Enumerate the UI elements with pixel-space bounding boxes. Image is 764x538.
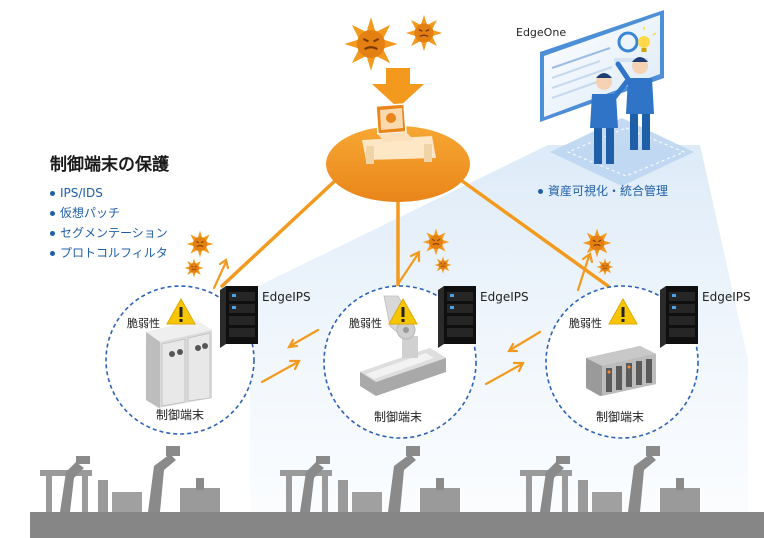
control-cabinet-icon	[146, 320, 212, 408]
edgeips-device-icon	[438, 286, 476, 348]
virus-icon	[422, 228, 450, 256]
attacker-platform	[326, 126, 470, 202]
bullet-icon	[50, 251, 55, 256]
virus-icon	[405, 14, 443, 52]
feature-item: IPS/IDS	[50, 186, 168, 206]
virus-icon	[343, 16, 399, 72]
virus-icon	[186, 230, 214, 258]
asset-management-label: 資産可視化・統合管理	[538, 185, 668, 197]
terminal-label: 制御端末	[156, 408, 205, 422]
virus-icon	[184, 258, 204, 278]
attacker-laptop-icon	[362, 103, 436, 164]
feature-item: セグメンテーション	[50, 226, 168, 246]
virus-icon	[596, 258, 614, 276]
blocked-attacks	[212, 250, 594, 292]
lightbulb-icon	[638, 27, 657, 52]
edgeips-device-icon	[660, 286, 698, 348]
vulnerability-label: 脆弱性	[569, 317, 602, 330]
bullet-icon	[50, 191, 55, 196]
bullet-icon	[50, 211, 55, 216]
device-label: EdgeIPS	[480, 290, 529, 304]
edgeone-platform	[550, 118, 694, 186]
vulnerability-label: 脆弱性	[127, 317, 160, 330]
attack-arrow-icon	[372, 68, 424, 108]
engineer-icon	[590, 57, 654, 164]
terminal-label: 制御端末	[596, 410, 645, 424]
traffic-arrows	[260, 328, 542, 386]
feature-item: プロトコルフィルタ	[50, 246, 168, 266]
attack-paths	[220, 176, 610, 288]
virus-icon	[582, 228, 612, 258]
plc-rack-icon	[586, 346, 656, 396]
device-label: EdgeIPS	[262, 290, 311, 304]
virus-icon	[434, 256, 452, 274]
feature-item: 仮想パッチ	[50, 206, 168, 226]
section-heading: 制御端末の保護	[50, 155, 169, 175]
bullet-icon	[50, 231, 55, 236]
bullet-icon	[538, 189, 543, 194]
feature-list: IPS/IDS 仮想パッチ セグメンテーション プロトコルフィルタ	[50, 186, 168, 266]
vulnerability-label: 脆弱性	[349, 317, 382, 330]
edgeone-label: EdgeOne	[516, 26, 567, 39]
robot-conveyor-icon	[360, 295, 446, 396]
dashboard-screen-icon	[540, 10, 664, 122]
edgeips-device-icon	[220, 286, 258, 348]
device-label: EdgeIPS	[702, 290, 751, 304]
terminal-label: 制御端末	[374, 410, 423, 424]
factory-skyline	[30, 446, 764, 538]
